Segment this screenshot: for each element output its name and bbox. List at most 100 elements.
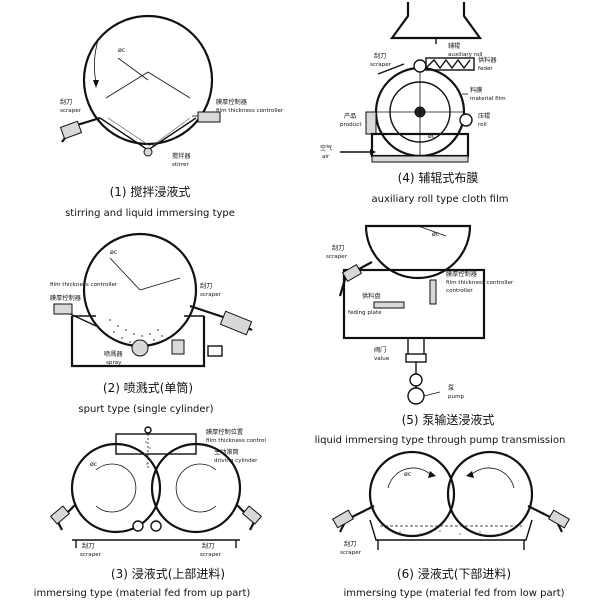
p6-scraper-cn: 刮刀 [344,540,356,548]
p3-drive-cn: 主动滚筒 [214,448,239,456]
p4-feeder-en: feder [478,66,493,72]
p1-stirrer-cn: 搅拌器 [172,152,191,160]
p1-drum [82,14,214,146]
p6-caption-cn: (6) 浸液式(下部进料) [397,566,511,581]
p5-valve-en: value [374,356,390,362]
p3-ftc-cn: 膜厚控制位置 [206,428,243,436]
p6-right-drum [446,450,534,538]
p1-stirrer-en: stirrer [172,162,189,168]
p3-caption-en: immersing type (material fed from up par… [34,588,251,599]
p4-feeder-cn: 供料器 [478,56,497,64]
p6-caption-en: immersing type (material fed from low pa… [343,588,564,599]
p4-film-cn: 料膜 [470,86,482,94]
p5-plate-cn: 供料盘 [362,292,381,300]
p4-scraper [377,63,405,75]
p6-trough [369,519,533,541]
p3-roller-b [150,520,162,532]
p1-ftc-cn: 膜厚控制器 [216,98,248,106]
p4-scraper-en: scraper [370,62,392,68]
p4-hood [389,2,483,40]
p2-housing [70,316,206,368]
p2-scraper-cn: 刮刀 [200,282,212,290]
p5-plate-en: feding plate [348,310,382,316]
p3-scraper-r-cn: 刮刀 [202,542,214,550]
p2-spray-cn: 喷溅器 [104,350,123,358]
panel-5-pump-type: øc 刮刀 scraper 膜厚控制器 film thickness contr… [315,224,566,446]
p3-roller-a [132,520,144,532]
p6-right-rotation [471,467,515,489]
p6-left-rotation [387,467,431,489]
p4-roll-cn: 压辊 [478,112,490,120]
p5-feeding-plate [373,301,405,309]
p4-aux-cn: 辅辊 [448,42,460,50]
p3-scraper-l-cn: 刮刀 [82,542,94,550]
p2-caption-en: spurt type (single cylinder) [78,404,213,415]
p3-drum-label: øc [90,461,98,468]
p5-pump-cn: 泵 [448,385,454,392]
p4-film-en: material film [470,96,506,102]
p4-product-cn: 产品 [344,112,356,120]
p2-scraper-en: scraper [200,292,222,298]
p1-rotation-arrow [93,80,99,88]
p1-liquid [105,71,191,99]
p1-rotation-arc [94,39,99,83]
panel-3-immersing-upper-feed: øc 膜厚控制位置 film thickness control 主动滚筒 dr… [34,426,266,599]
p5-scraper-en: scraper [326,254,348,260]
p4-air-cn: 空气 [320,144,332,152]
p4-aux-en: auxiliary roll [448,52,483,58]
p3-hood [115,433,197,455]
p5-ftc-cn: 膜厚控制器 [446,270,478,278]
p5-valve-cn: 阀门 [374,346,386,354]
p5-ftc [429,279,437,305]
p2-spray-nozzle [131,339,149,357]
p4-caption-cn: (4) 辅辊式布膜 [398,171,479,185]
p6-drum-label: øc [404,471,412,478]
p4-caption-en: auxiliary roll type cloth film [372,194,509,205]
p5-housing [342,268,486,340]
p5-scraper-cn: 刮刀 [332,244,344,252]
p2-ftc-en: film thickness controller [50,282,118,288]
p1-stirrer [143,147,153,157]
p4-press-roll [459,113,473,127]
p1-drum-radius [117,57,149,81]
p3-ftc-en: film thickness control [206,438,266,444]
p6-scraper-en: scraper [340,550,362,556]
p3-caption-cn: (3) 浸液式(上部进料) [111,566,225,581]
panel-2-spurt-type: øc 喷溅器 spray film thickness controller 膜… [50,232,253,415]
p2-caption-cn: (2) 喷溅式(单筒) [103,380,193,395]
p4-product-chute [365,111,377,135]
p5-pump-en: pump [448,394,465,400]
p3-scraper-r-en: scraper [200,552,222,558]
p1-ftc-en: film thickness controller [216,108,284,114]
panel-4-auxiliary-roll-type: øc 辅辊 auxiliary roll 供料器 feder 刮刀 scrape… [320,2,508,205]
p5-drum [364,224,472,280]
p4-scraper-cn: 刮刀 [374,52,386,60]
p5-caption-en: liquid immersing type through pump trans… [315,435,566,446]
p2-ftc-cn: 膜厚控制器 [50,294,82,302]
p2-spray-en: spray [106,360,122,366]
panel-1-stirring-type: øc 搅拌器 stirrer 刮刀 scraper 膜厚控制器 film thi… [59,14,284,219]
p1-caption-cn: (1) 搅拌浸液式 [110,184,191,199]
p6-left-drum [368,450,456,538]
p4-feeder-screw [425,58,471,70]
p4-drum-label: øc [428,133,436,140]
p5-ftc-en: film thickness controller [446,280,514,286]
p5-drum-label: øc [432,231,440,238]
p3-right-drum [150,442,242,534]
p1-scraper-en: scraper [60,108,82,114]
panel-6-immersing-lower-feed: øc 刮刀 scraper (6) 浸液式(下部进料) immersing ty… [332,450,570,599]
p1-scraper-cn: 刮刀 [60,98,72,106]
p1-film-thickness-controller [197,111,221,123]
p1-drum-label: øc [118,47,126,54]
p3-drive-en: driving cylinder [214,458,258,464]
p5-caption-cn: (5) 泵输送浸液式 [402,412,495,427]
p5-valve [405,353,427,363]
p5-pump [407,387,425,405]
p4-auxiliary-roll [413,59,427,73]
p2-drum-label: øc [110,249,118,256]
p1-caption-en: stirring and liquid immersing type [65,208,235,219]
p4-roll-en: roll [478,122,487,128]
p3-left-drum [70,442,162,534]
p4-product-en: product [340,122,362,128]
